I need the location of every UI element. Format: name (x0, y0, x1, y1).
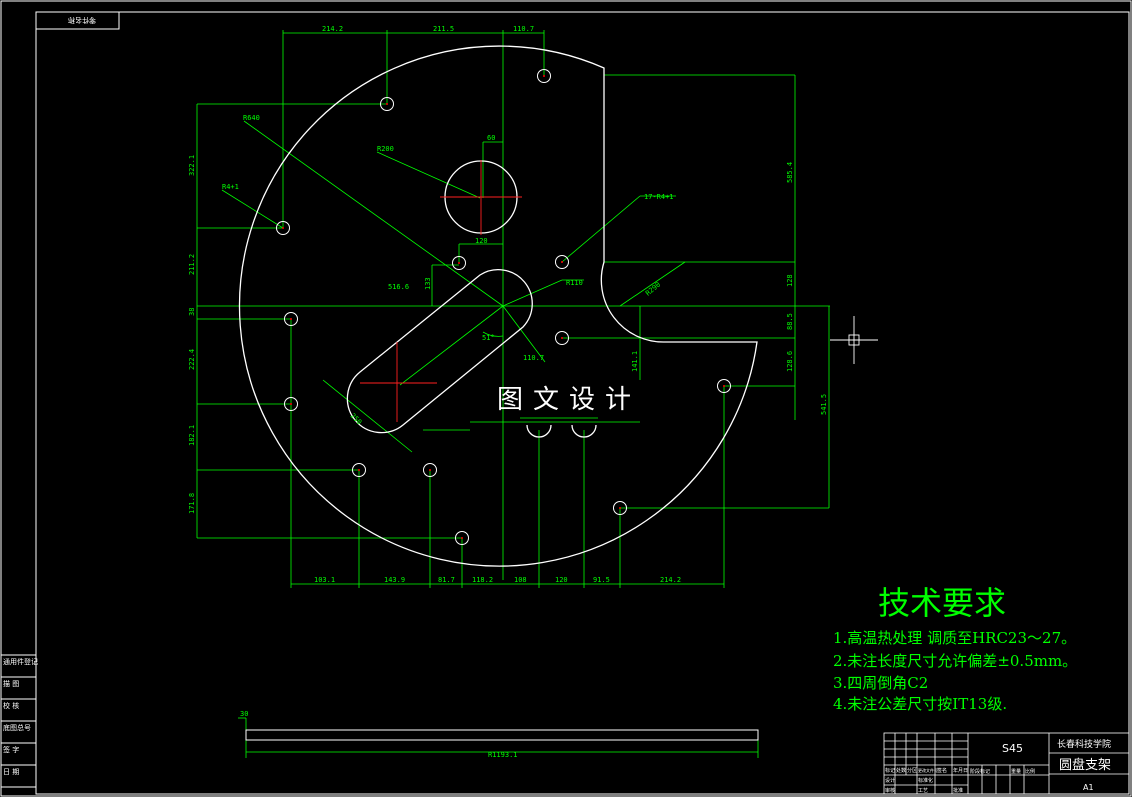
dim-right-1: 128 (786, 274, 794, 287)
title-block-school: 长春科技学院 (1057, 738, 1111, 750)
center-marks (360, 160, 522, 422)
tb-label-mark: 标记 (885, 767, 895, 774)
tb-label-count: 处数 (896, 767, 906, 774)
dim-radius-center-hole: R200 (377, 145, 394, 153)
dim-bottom-0: 103.1 (314, 576, 335, 584)
left-strip-label-3: 底图总号 (3, 723, 31, 732)
left-strip-label-4: 签 字 (3, 745, 19, 754)
dim-bottom-2: 81.7 (438, 576, 455, 584)
dim-radius-slot: R110 (566, 279, 583, 287)
dim-bottom-5: 120 (555, 576, 568, 584)
tb-label-sign: 签名 (937, 767, 947, 774)
tb-label-approve: 批准 (953, 787, 963, 794)
dim-left-2: 38 (188, 308, 196, 316)
tb-label-process: 工艺 (918, 788, 928, 794)
dim-misc-4: 133 (424, 277, 432, 290)
left-strip-label-2: 校 核 (3, 701, 19, 710)
dim-top-2: 110.7 (513, 25, 534, 33)
dim-left-4: 182.1 (188, 425, 196, 446)
dim-misc-8: 141.1 (631, 351, 639, 372)
tb-label-date: 年月日 (953, 767, 968, 774)
dim-bottom-6: 91.5 (593, 576, 610, 584)
dim-top-0: 214.2 (322, 25, 343, 33)
dim-misc-7: 250 (349, 412, 364, 427)
left-strip-label-5: 日 期 (3, 768, 19, 776)
watermark-text: 图文设计 (497, 385, 641, 415)
tb-label-scale: 比例 (1025, 768, 1035, 775)
dim-misc-2: 17-R4+1 (644, 193, 674, 201)
requirement-item-1: 1.高温热处理 调质至HRC23～27。 (833, 629, 1076, 647)
dim-left-5: 171.8 (188, 493, 196, 514)
tb-label-standard: 标准化 (918, 777, 933, 784)
dim-left-0: 322.1 (188, 155, 196, 176)
title-block-material: S45 (1002, 742, 1023, 755)
plate-side-view (245, 729, 759, 741)
dim-radius-small-hole: R4+1 (222, 183, 239, 191)
dim-plate-length: R1193.1 (488, 751, 518, 759)
left-strip-label-0: 通用件登记 (3, 657, 38, 666)
tb-label-weight: 重量 (1011, 768, 1021, 775)
dim-left-3: 222.4 (188, 349, 196, 370)
dim-misc-1: 120 (475, 237, 488, 245)
dim-bottom-1: 143.9 (384, 576, 405, 584)
tb-label-design: 设计 (885, 777, 895, 784)
dim-plate-thickness: 30 (240, 710, 248, 718)
left-strip-label-1: 描 图 (3, 679, 19, 688)
requirement-item-2: 2.未注长度尺寸允许偏差±0.5mm。 (833, 652, 1077, 670)
sheet-inner-border (35, 11, 1130, 795)
dim-right-3: 128.6 (786, 351, 794, 372)
tb-label-zone: 分区 (907, 767, 917, 774)
dim-bottom-4: 108 (514, 576, 527, 584)
requirements-title: 技术要求 (878, 584, 1006, 622)
title-block-grid (883, 732, 1130, 795)
dim-right-0: 585.4 (786, 162, 794, 183)
dim-misc-0: 60 (487, 134, 495, 142)
dim-misc-5: 110.7 (523, 354, 544, 362)
dim-left-1: 211.2 (188, 254, 196, 275)
requirement-item-4: 4.未注公差尺寸按IT13级. (833, 695, 1007, 713)
tb-label-review: 审核 (885, 787, 895, 794)
title-block-part-name: 圆盘支架 (1059, 757, 1111, 773)
dimension-lines (196, 30, 830, 758)
dim-top-1: 211.5 (433, 25, 454, 33)
dim-bottom-3: 118.2 (472, 576, 493, 584)
requirement-item-3: 3.四周倒角C2 (833, 674, 928, 692)
tb-label-stage: 阶段标记 (970, 768, 990, 775)
dim-misc-9: R290 (644, 281, 662, 298)
left-strip (1, 654, 36, 788)
top-tab-box (35, 11, 120, 30)
dim-misc-6: 51° (482, 334, 495, 342)
dim-bottom-7: 214.2 (660, 576, 681, 584)
tb-label-change-doc: 更改文件号 (918, 767, 938, 773)
mounting-holes (276, 69, 731, 545)
title-block-sheet-size: A1 (1083, 783, 1094, 792)
dim-misc-3: 516.6 (388, 283, 409, 291)
dim-radius-outer: R640 (243, 114, 260, 122)
dim-right-2: 88.5 (786, 313, 794, 330)
dim-right-4: 541.5 (820, 394, 828, 415)
crosshair-cursor (830, 316, 878, 364)
top-tab-label: 零件名称 (68, 16, 96, 25)
